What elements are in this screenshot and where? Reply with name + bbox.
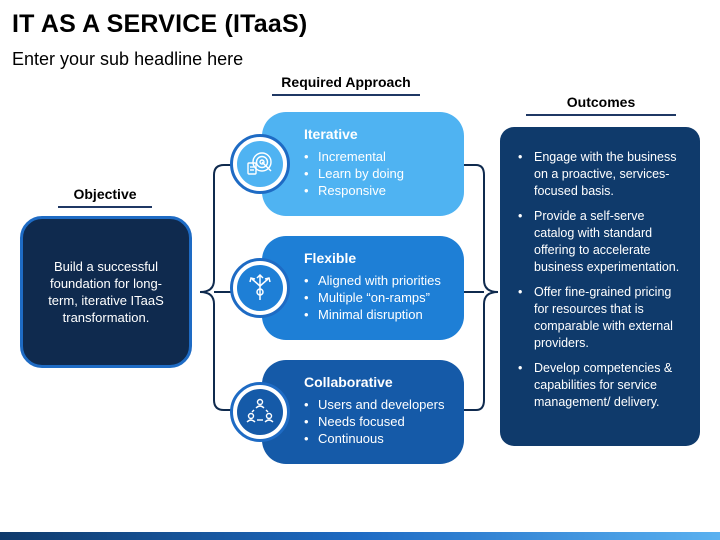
left-bracket [199, 164, 236, 411]
objective-text: Build a successful foundation for long-t… [48, 259, 164, 325]
right-bracket [464, 164, 499, 411]
flexible-icon-circle [230, 258, 290, 318]
people-cycle-icon [237, 389, 283, 435]
approach-title: Collaborative [304, 374, 393, 390]
outcomes-box: Engage with the business on a proactive,… [500, 127, 700, 446]
approach-item: Incremental [304, 148, 452, 165]
outcome-item: Offer fine-grained pricing for resources… [516, 284, 686, 352]
approach-heading-underline [272, 94, 420, 96]
collaborative-icon-circle [230, 382, 290, 442]
approach-heading-label: Required Approach [281, 74, 411, 90]
objective-box: Build a successful foundation for long-t… [20, 216, 192, 368]
objective-heading-label: Objective [73, 186, 137, 202]
page-subtitle: Enter your sub headline here [12, 49, 244, 69]
target-dartboard-icon [237, 141, 283, 187]
approach-heading: Required Approach [272, 74, 420, 96]
objective-heading-underline [58, 206, 152, 208]
branching-arrows-icon [237, 265, 283, 311]
outcomes-heading-underline [526, 114, 676, 116]
page-title: IT AS A SERVICE (ITaaS) [12, 10, 308, 38]
outcome-item: Engage with the business on a proactive,… [516, 149, 686, 200]
approach-iterative: Iterative Incremental Learn by doing Res… [262, 112, 464, 216]
approach-item: Multiple “on-ramps” [304, 289, 452, 306]
outcome-item: Develop competencies & capabilities for … [516, 360, 686, 411]
approach-title: Flexible [304, 250, 357, 266]
outcomes-heading-label: Outcomes [566, 94, 636, 110]
approach-item: Minimal disruption [304, 306, 452, 323]
approach-item: Continuous [304, 430, 452, 447]
approach-flexible: Flexible Aligned with priorities Multipl… [262, 236, 464, 340]
outcome-item: Provide a self-serve catalog with standa… [516, 208, 686, 276]
approach-title: Iterative [304, 126, 358, 142]
footer-gradient-bar [0, 532, 720, 540]
objective-heading: Objective [58, 186, 152, 208]
iterative-icon-circle [230, 134, 290, 194]
approach-collaborative: Collaborative Users and developers Needs… [262, 360, 464, 464]
approach-item: Needs focused [304, 413, 452, 430]
approach-item: Responsive [304, 182, 452, 199]
approach-item: Users and developers [304, 396, 452, 413]
approach-item: Aligned with priorities [304, 272, 452, 289]
outcomes-heading: Outcomes [526, 94, 676, 116]
approach-item: Learn by doing [304, 165, 452, 182]
